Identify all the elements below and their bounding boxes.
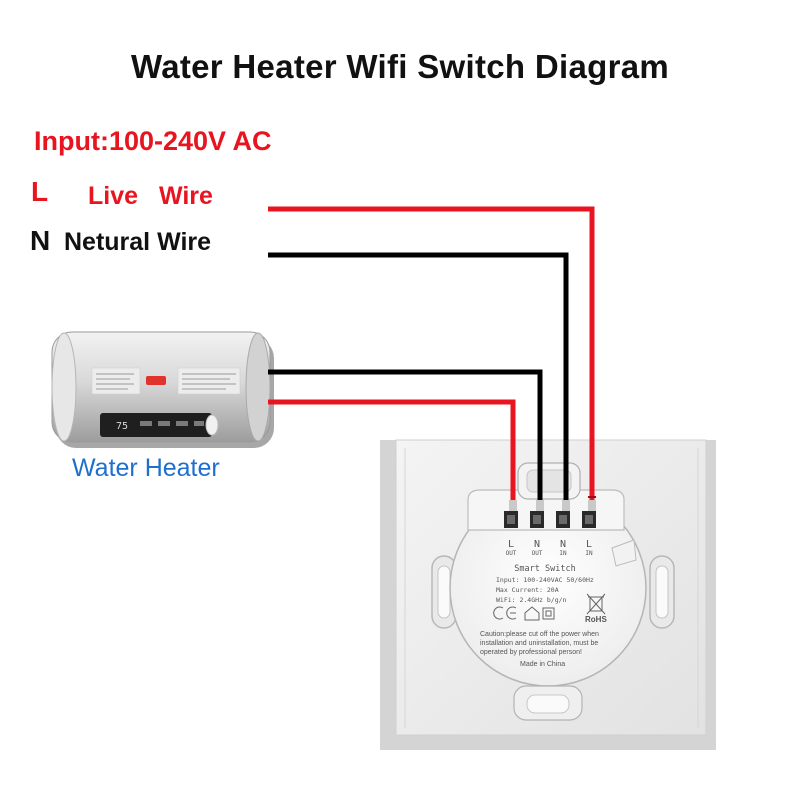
terminal-3-letter: N: [560, 539, 566, 550]
terminal-screws: [504, 511, 596, 528]
caution-line-3: operated by professional person!: [480, 649, 582, 656]
module-spec-current: Max Current: 20A: [496, 586, 559, 594]
live-letter: L: [31, 176, 49, 207]
caution-line-2: installation and uninstallation, must be: [480, 640, 598, 647]
module-spec-input: Input: 100-240VAC 50/60Hz: [496, 576, 594, 584]
house-icon: [524, 606, 540, 621]
module-spec-wifi: WiFi: 2.4GHz b/g/n: [496, 596, 567, 604]
certification-icons: [493, 606, 555, 621]
wire-live-in: [268, 206, 596, 511]
water-heater: 75: [51, 331, 274, 448]
made-in-label: Made in China: [520, 661, 565, 668]
svg-text:75: 75: [116, 421, 128, 432]
right-mounting-slot: [649, 555, 675, 629]
ce-mark-icon: [493, 606, 517, 620]
weee-bin-icon: [586, 593, 606, 615]
double-insulation-icon: [542, 607, 555, 620]
wire-neutral-in: [268, 252, 570, 511]
caution-line-1: Caution:please cut off the power when: [480, 631, 599, 638]
terminal-3-sub: IN: [559, 550, 567, 557]
diagram-title: Water Heater Wifi Switch Diagram: [130, 48, 670, 85]
terminal-4-sub: IN: [585, 550, 593, 557]
wire-neutral-out: [268, 369, 544, 511]
terminal-1-letter: L: [508, 539, 514, 550]
neutral-wire-label: Netural Wire: [64, 228, 212, 256]
terminal-2-sub: OUT: [532, 550, 543, 557]
neutral-letter: N: [30, 225, 51, 256]
terminal-2-letter: N: [534, 539, 540, 550]
left-mounting-slot: [431, 555, 457, 629]
module-name: Smart Switch: [514, 564, 575, 574]
terminal-4-letter: L: [586, 539, 592, 550]
input-voltage-label: Input:100-240V AC: [34, 126, 272, 156]
water-heater-label: Water Heater: [72, 454, 220, 482]
live-wire-label: Live Wire: [88, 182, 213, 210]
rohs-mark: RoHS: [585, 615, 607, 624]
wire-live-out: [268, 399, 517, 511]
terminal-1-sub: OUT: [506, 550, 517, 557]
